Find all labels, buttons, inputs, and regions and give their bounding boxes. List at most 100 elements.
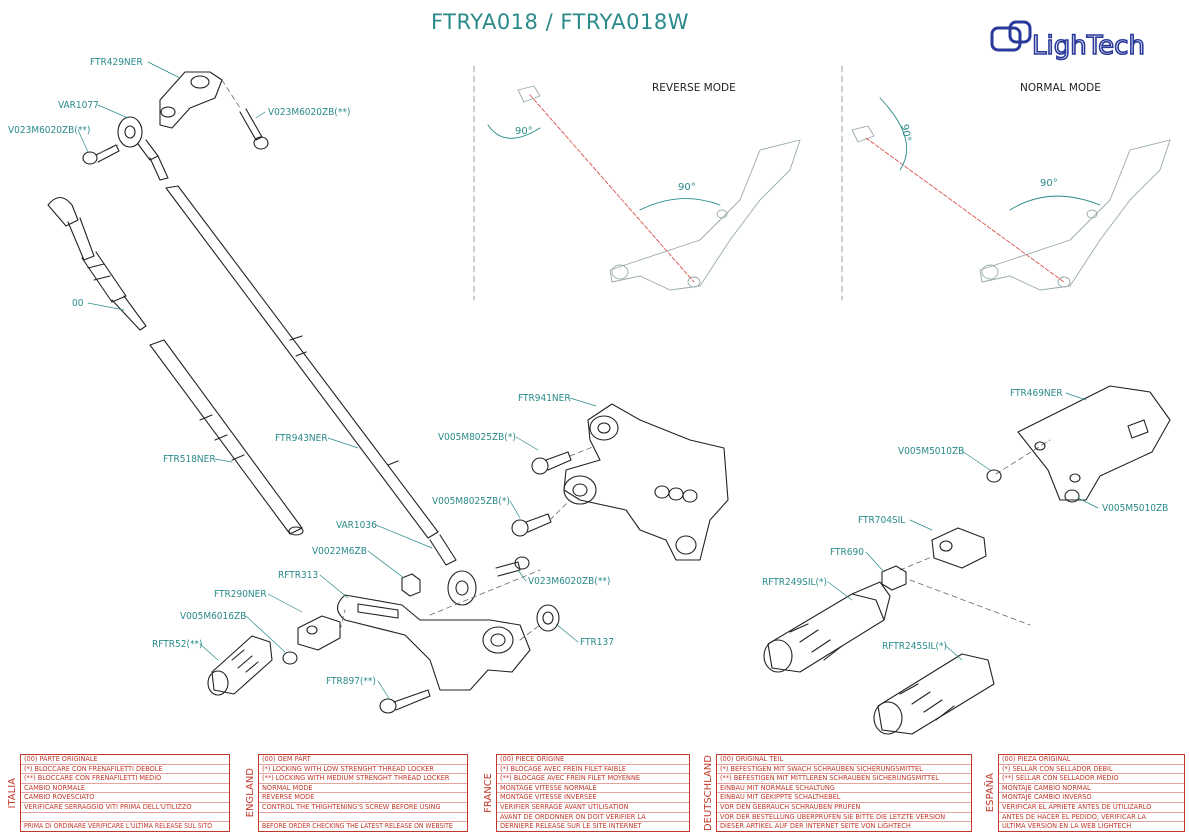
part-label-rftr249sil: RFTR249SIL(*) (762, 577, 827, 588)
legend-line: (**) BLOCCARE CON FRENAFILETTI MEDIO (21, 774, 229, 784)
legend-line: CAMBIO ROVESCIATO (21, 793, 229, 803)
legend-line: (*) BLOCAGE AVEC FREIN FILET FAIBLE (497, 765, 689, 775)
legend-line: PRIMA DI ORDINARE VERIFICARE L'ULTIMA RE… (24, 822, 213, 831)
legend-line: (*) SELLAR CON SELLADOR DEBIL (999, 765, 1184, 775)
part-label-rftr52: RFTR52(**) (152, 639, 202, 650)
normal-mode-label: NORMAL MODE (1020, 82, 1101, 94)
page-title: FTRYA018 / FTRYA018W (430, 10, 690, 34)
part-label-v023m6020zb-right: V023M6020ZB(**) (268, 107, 350, 118)
part-label-oem-00: 00 (72, 298, 84, 309)
screw-v005m8025zb-mid (511, 513, 552, 537)
lightech-logo-mark: LighTech (990, 20, 1146, 62)
part-label-var1077: VAR1077 (58, 100, 99, 111)
screw-v005m5010zb-left (986, 469, 1002, 483)
legend-espana: ESPAÑA (00) PIEZA ORIGINAL (*) SELLAR CO… (982, 754, 1185, 832)
ball-joint-var1077 (117, 116, 169, 181)
legend-country: ITALIA (6, 777, 18, 809)
screw-v023m6020zb-right (239, 108, 269, 150)
part-label-ftr429ner: FTR429NER (90, 57, 143, 68)
screw-v005m6016zb (282, 651, 298, 665)
screw-v023m6020zb-bottom (495, 556, 530, 577)
legend-line: VOR DER BESTELLUNG ÜBERPRÜFEN SIE BITTE … (717, 813, 971, 823)
screw-v005m5010zb-right (1064, 489, 1080, 503)
part-label-v005m5010zb-left: V005M5010ZB (898, 446, 964, 457)
shift-lever-rftr313 (336, 594, 531, 691)
part-label-v005m8025zb-top: V005M8025ZB(*) (438, 432, 516, 443)
nut-ftr690 (881, 565, 907, 591)
spacer-ftr137 (536, 604, 560, 632)
legend-country: ESPAÑA (984, 773, 996, 813)
legend-line: ULTIMA VERSION EN LA WEB LIGHTECH (1002, 822, 1132, 831)
legend-line: (00) PIEZA ORIGINAL (999, 755, 1184, 765)
legend-line: BEFORE ORDER CHECKING THE LATEST RELEASE… (262, 822, 453, 831)
part-label-rftr245sil: RFTR245SIL(*) (882, 641, 947, 652)
legend-line: VERIFIER SERRAGE AVANT UTILISATION (497, 803, 689, 813)
footpeg-rftr249sil (763, 581, 891, 673)
part-label-var1036: VAR1036 (336, 520, 377, 531)
legend-line: (*) BEFESTIGEN MIT SWACH SCHRAUBEN SICHE… (717, 765, 971, 775)
legend-line: EINBAU MIT NORMALE SCHALTUNG (717, 784, 971, 794)
bracket-ftr941ner (563, 403, 729, 561)
part-label-ftr943ner: FTR943NER (275, 433, 328, 444)
part-label-ftr690: FTR690 (830, 547, 864, 558)
legend-line: (00) PIECE ORIGINE (497, 755, 689, 765)
logo-wordmark: LighTech (1032, 31, 1145, 61)
normal-mode-sketch (851, 97, 1171, 291)
legend-country: FRANCE (482, 773, 494, 813)
legend-line: VOR DEN GEBRAUCH SCHRAUBEN PRÜFEN (717, 803, 971, 813)
legend-line: DIESER ARTIKEL AUF DER INTERNET SEITE VO… (720, 822, 911, 831)
part-label-ftr897: FTR897(**) (326, 676, 376, 687)
legend-line: VERIFICAR EL APRIETE ANTES DE UTILIZARLO (999, 803, 1184, 813)
rod-end-var1036 (429, 534, 477, 606)
spacer-ftr704sil (931, 527, 987, 569)
part-label-ftr290ner: FTR290NER (214, 589, 267, 600)
peg-rftr52 (207, 635, 273, 696)
legend-line: MONTAGE VITESSE NORMALE (497, 784, 689, 794)
legend-italia: ITALIA (00) PARTE ORIGINALE (*) BLOCCARE… (4, 754, 230, 832)
legend-line: (00) ORIGINAL TEIL (717, 755, 971, 765)
legend-line: MONTAJE CAMBIO NORMAL (999, 784, 1184, 794)
legend-line: MONTAGE VITESSE INVERSEE (497, 793, 689, 803)
rod-end-ftr429ner (159, 71, 223, 129)
heel-plate-ftr469ner (1017, 385, 1171, 501)
legend-line: CAMBIO NORMALE (21, 784, 229, 794)
part-label-v0022m6zb: V0022M6ZB (312, 546, 367, 557)
legend-line: DERNIERE RELEASE SUR LE SITE INTERNET (500, 822, 642, 831)
legend-country: ENGLAND (244, 768, 256, 818)
part-label-v023m6020zb-left: V023M6020ZB(**) (8, 125, 90, 136)
part-label-v005m6016zb: V005M6016ZB (180, 611, 246, 622)
legend-line: CONTROL THE THIGHTENING'S SCREW BEFORE U… (259, 803, 467, 813)
legend-line: ANTES DE HACER EL PEDIDO, VERIFICAR LA (999, 813, 1184, 823)
assembly-lines (99, 79, 1051, 641)
oem-part-00 (47, 196, 147, 331)
rod-ftr943ner (165, 185, 439, 539)
part-label-ftr518ner: FTR518NER (163, 454, 216, 465)
screw-v005m8025zb-top (531, 451, 572, 475)
legend-line: MONTAJE CAMBIO INVERSO (999, 793, 1184, 803)
part-label-ftr137: FTR137 (580, 637, 614, 648)
legend-france: FRANCE (00) PIECE ORIGINE (*) BLOCAGE AV… (480, 754, 690, 832)
legend-line: AVANT DE ORDONNER ON DOIT VERIFIER LA (497, 813, 689, 823)
legend-line: (00) PARTE ORIGINALE (21, 755, 229, 765)
reverse-mode-sketch (487, 85, 801, 291)
legend-line (259, 813, 467, 823)
legend-england: ENGLAND (00) OEM PART (*) LOCKING WITH L… (242, 754, 468, 832)
nut-v0022m6zb (401, 573, 421, 597)
legend-deutschland: DEUTSCHLAND (00) ORIGINAL TEIL (*) BEFES… (700, 754, 972, 832)
reverse-mode-label: REVERSE MODE (652, 82, 736, 94)
legend-line: EINBAU MIT GEKIPPTE SCHALTHEBEL (717, 793, 971, 803)
angle-label: 90° (1040, 178, 1058, 189)
part-label-ftr704sil: FTR704SIL (858, 515, 905, 526)
screw-v023m6020zb-left (82, 144, 120, 165)
legend-line: (**) BEFESTIGEN MIT MITTLEREN SCHRAUBEN … (717, 774, 971, 784)
part-label-ftr469ner: FTR469NER (1010, 388, 1063, 399)
angle-label: 90° (678, 182, 696, 193)
legend-line: (**) SELLAR CON SELLADOR MEDIO (999, 774, 1184, 784)
part-label-v005m8025zb-mid: V005M8025ZB(*) (432, 496, 510, 507)
legend: ITALIA (00) PARTE ORIGINALE (*) BLOCCARE… (4, 754, 1185, 832)
legend-line: VERIFICARE SERRAGGIO VITI PRIMA DELL'UTI… (21, 803, 229, 813)
legend-line: (**) LOCKING WITH MEDIUM STRENGHT THREAD… (259, 774, 467, 784)
part-label-v005m5010zb-right: V005M5010ZB (1102, 503, 1168, 514)
legend-line: REVERSE MODE (259, 793, 467, 803)
legend-line: (00) OEM PART (259, 755, 467, 765)
